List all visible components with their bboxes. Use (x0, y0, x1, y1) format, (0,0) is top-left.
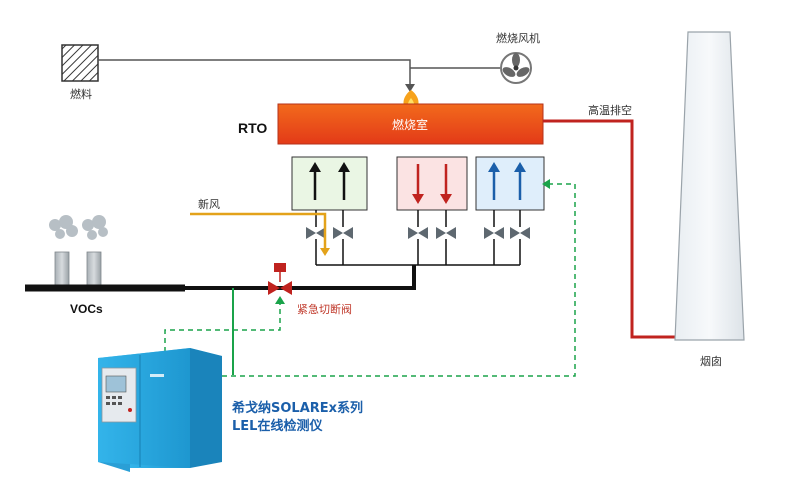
vocs-stack-2 (86, 251, 102, 286)
butterfly-valve-icon (418, 227, 428, 239)
chimney (674, 31, 745, 341)
fresh-air-arrow-head (320, 248, 330, 256)
signal-arrow-rto (542, 179, 550, 189)
fresh-air-label: 新风 (198, 197, 220, 211)
butterfly-valve-icon (446, 227, 456, 239)
smoke-cloud-icon (49, 215, 108, 240)
signal-arrow-valve (275, 296, 285, 304)
fan-icon (500, 52, 532, 84)
signal-line-rto (222, 183, 576, 377)
butterfly-valve-icon (494, 227, 504, 239)
bed-stubs (315, 210, 521, 227)
valve-icons (306, 227, 530, 239)
butterfly-valve-icon (343, 227, 353, 239)
bed-3 (475, 156, 545, 211)
chimney-label: 烟囱 (700, 354, 722, 368)
butterfly-valve-icon (510, 227, 520, 239)
manifold-pipes (315, 239, 521, 266)
butterfly-valve-icon (333, 227, 343, 239)
fresh-air-pipe (190, 212, 327, 250)
butterfly-valve-icon (436, 227, 446, 239)
combustion-chamber-label: 燃烧室 (392, 117, 428, 132)
vocs-stack-1 (54, 251, 70, 286)
butterfly-valve-icon (520, 227, 530, 239)
butterfly-valve-icon (484, 227, 494, 239)
instrument-type: LEL在线检测仪 (232, 418, 323, 434)
bed-2 (396, 156, 468, 211)
rto-label: RTO (238, 120, 267, 136)
fuel-label: 燃料 (70, 87, 92, 101)
solenoid-valve-icon (268, 263, 292, 295)
bed-1 (291, 156, 368, 211)
butterfly-valve-icon (306, 227, 316, 239)
high-temp-exhaust-label: 高温排空 (588, 103, 632, 117)
butterfly-valve-icon (316, 227, 326, 239)
fuel-pipe (98, 59, 411, 88)
fuel-arrow-head (405, 84, 415, 92)
burner-fan-label: 燃烧风机 (496, 31, 540, 45)
exhaust-pipe (543, 119, 678, 339)
signal-line-valve (164, 302, 281, 352)
fuel-icon (61, 44, 99, 82)
vocs-label: VOCs (70, 302, 103, 316)
butterfly-valve-icon (408, 227, 418, 239)
gas-analyzer-cabinet-icon (98, 348, 222, 472)
combustion-chamber (277, 103, 544, 145)
emergency-valve-label: 紧急切断阀 (297, 302, 352, 316)
instrument-name: 希戈纳SOLAREx系列 (232, 400, 363, 416)
